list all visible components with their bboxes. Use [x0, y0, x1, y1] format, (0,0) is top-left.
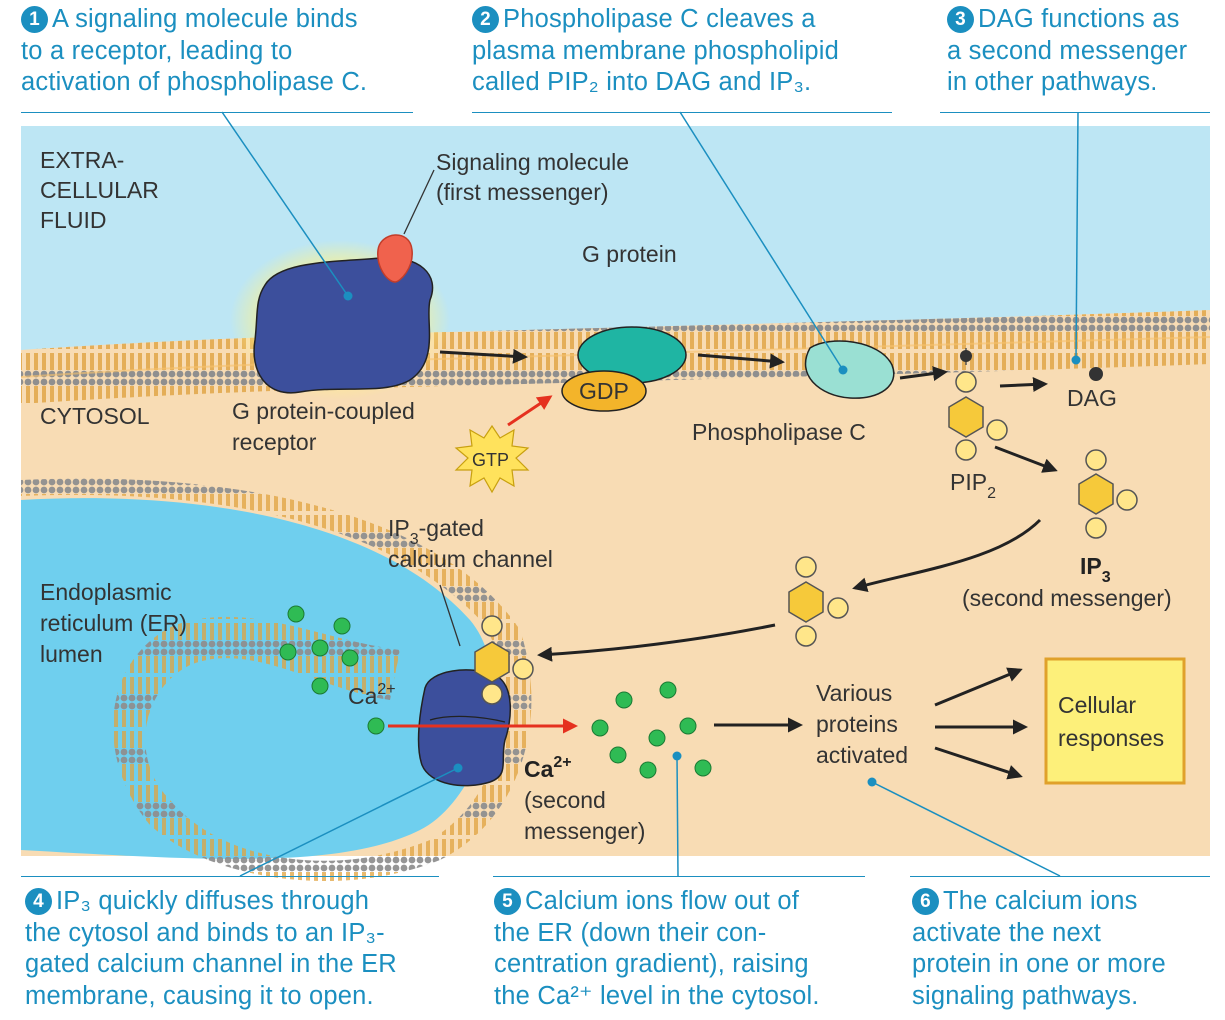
signaling-molecule-icon [377, 234, 413, 283]
step-5-number: 5 [494, 888, 521, 915]
receptor-icon [253, 257, 434, 394]
gdp-icon [561, 370, 647, 412]
step-6-number: 6 [912, 888, 939, 915]
step-1-number: 1 [21, 6, 48, 33]
label-extracellular-2: CELLULAR [40, 177, 159, 203]
label-ca-cytosol: Ca2+ [524, 754, 572, 782]
label-er-1: Endoplasmic [40, 579, 172, 605]
rule-step-6 [910, 876, 1210, 877]
label-gtp: GTP [472, 450, 509, 470]
label-ip3: IP3 [1080, 553, 1111, 586]
rule-step-5 [493, 876, 865, 877]
label-calcium-channel: calcium channel [388, 546, 553, 572]
rule-step-1 [21, 112, 413, 113]
label-dag: DAG [1067, 385, 1117, 411]
dag-icon [1089, 367, 1103, 381]
label-gpcr-1: G protein-coupled [232, 398, 415, 424]
label-cellular-1: Cellular [1058, 692, 1136, 718]
label-gdp: GDP [579, 378, 629, 404]
calcium-ion-icon [279, 605, 712, 779]
label-second-messenger: (second messenger) [962, 585, 1172, 611]
label-gpcr-2: receptor [232, 429, 317, 455]
pip2-icon [948, 348, 1008, 461]
label-signaling-molecule-2: (first messenger) [436, 179, 609, 205]
label-various-2: proteins [816, 711, 898, 737]
svg-text:CELLULAR: CELLULAR [40, 177, 159, 203]
phospholipase-icon [804, 340, 895, 399]
rule-step-3 [940, 112, 1210, 113]
label-cellular-2: responses [1058, 725, 1164, 751]
label-extracellular-1: EXTRA- [40, 147, 124, 173]
label-extracellular-3: FLUID [40, 207, 106, 233]
rule-step-4 [21, 876, 439, 877]
cellular-responses-box [1044, 657, 1186, 785]
label-pip2: PIP2 [950, 469, 996, 502]
ip3-molecule-icon [1078, 449, 1138, 539]
ip3-molecule-icon [788, 556, 849, 647]
ip3-molecule-icon [474, 615, 534, 705]
label-g-protein: G protein [582, 241, 677, 267]
label-various-1: Various [816, 680, 892, 706]
rule-step-2 [472, 112, 892, 113]
label-er-3: lumen [40, 641, 103, 667]
label-various-3: activated [816, 742, 908, 768]
svg-text:FLUID: FLUID [40, 207, 106, 233]
label-ip3-gated: IP3-gated [388, 515, 484, 548]
label-er-2: reticulum (ER) [40, 610, 187, 636]
step-3-number: 3 [947, 6, 974, 33]
label-signaling-molecule-1: Signaling molecule [436, 149, 629, 175]
label-phospholipase-c: Phospholipase C [692, 419, 866, 445]
label-cytosol: CYTOSOL [40, 403, 150, 429]
label-ca-second-1: (second [524, 787, 606, 813]
svg-text:EXTRA-: EXTRA- [40, 147, 124, 173]
label-ca-second-2: messenger) [524, 818, 645, 844]
label-ca-er: Ca2+ [348, 681, 396, 709]
step-2-number: 2 [472, 6, 499, 33]
gtp-icon [454, 424, 530, 494]
step-4-number: 4 [25, 888, 52, 915]
